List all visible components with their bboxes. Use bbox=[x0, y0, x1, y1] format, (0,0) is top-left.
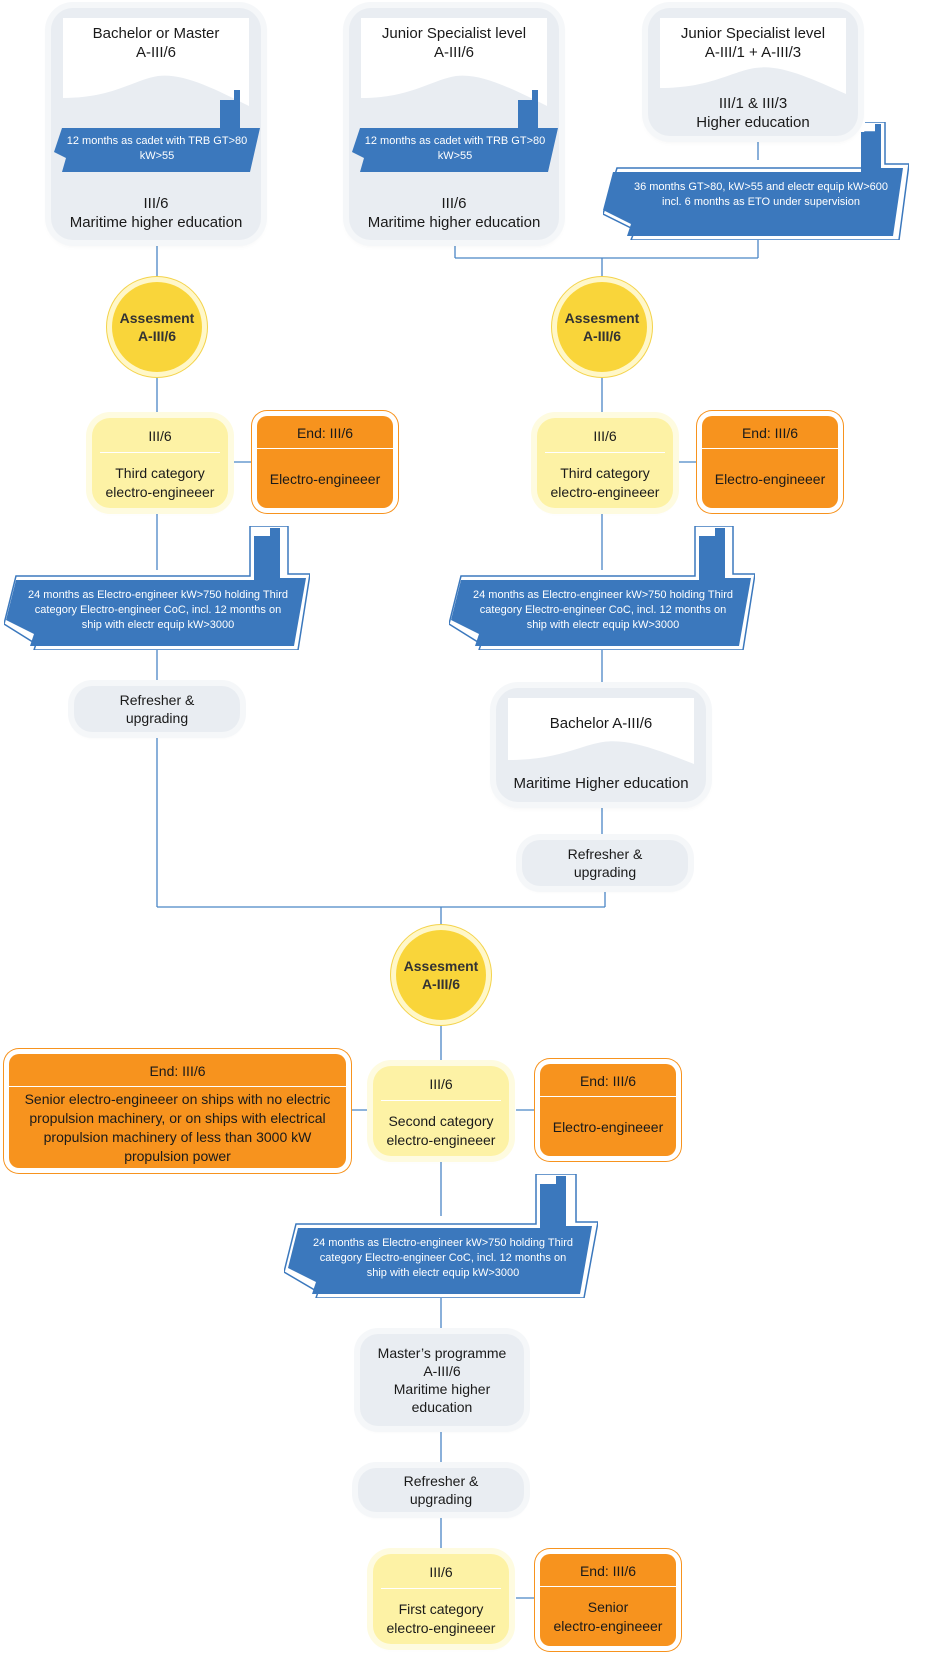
end-card-1: End: III/6 Electro-engineeer bbox=[257, 416, 393, 508]
masters-programme-card: Master’s programme A-III/6 Maritime high… bbox=[360, 1334, 524, 1426]
education-subtitle: III/6 Maritime higher education bbox=[367, 195, 541, 231]
end-code: End: III/6 bbox=[741, 425, 799, 441]
divider bbox=[381, 1100, 501, 1101]
end-name: Electro-engineeer bbox=[552, 1119, 664, 1135]
category-name: Second category electro-engineeer bbox=[386, 1113, 496, 1148]
divider bbox=[381, 1588, 501, 1589]
assessment-label: Assesment bbox=[403, 958, 479, 974]
ship-36-months: 36 months GT>80, kW>55 and electr equip … bbox=[602, 121, 910, 241]
education-title: Junior Specialist level A-III/1 + A-III/… bbox=[680, 25, 826, 61]
education-subtitle: III/6 Maritime higher education bbox=[69, 195, 243, 231]
assessment-code: A-III/6 bbox=[421, 976, 461, 992]
ship-24-months-3: 24 months as Electro-engineer kW>750 hol… bbox=[283, 1173, 599, 1299]
end-name: Senior electro-engineeer on ships with n… bbox=[24, 1091, 331, 1164]
category-code: III/6 bbox=[148, 428, 172, 444]
assessment-code: A-III/6 bbox=[582, 328, 622, 344]
ship-text: 12 months as cadet with TRB GT>80 kW>55 bbox=[66, 135, 248, 162]
education-card-junior-specialist-iii1: Junior Specialist level A-III/1 + A-III/… bbox=[648, 8, 858, 136]
end-code: End: III/6 bbox=[296, 425, 354, 441]
third-category-card-2: III/6 Third category electro-engineeer bbox=[537, 418, 673, 508]
education-subtitle: III/1 & III/3 Higher education bbox=[696, 95, 810, 131]
wave-shape bbox=[63, 18, 249, 106]
refresher-upgrading-2: Refresher & upgrading bbox=[522, 840, 688, 886]
category-code: III/6 bbox=[593, 428, 617, 444]
category-code: III/6 bbox=[429, 1076, 453, 1092]
ship-icon bbox=[602, 121, 910, 241]
end-code: End: III/6 bbox=[149, 1063, 206, 1079]
divider bbox=[100, 452, 220, 453]
category-code: III/6 bbox=[429, 1564, 453, 1580]
refresher-upgrading-3: Refresher & upgrading bbox=[358, 1468, 524, 1512]
divider bbox=[540, 1586, 676, 1587]
ship-text: 24 months as Electro-engineer kW>750 hol… bbox=[313, 1237, 573, 1279]
ship-cadet-2: 12 months as cadet with TRB GT>80 kW>55 bbox=[352, 90, 558, 172]
wave-shape bbox=[660, 18, 846, 94]
end-card-2: End: III/6 Electro-engineeer bbox=[702, 416, 838, 508]
ship-icon bbox=[352, 90, 558, 172]
category-name: First category electro-engineeer bbox=[386, 1601, 496, 1636]
divider bbox=[9, 1086, 346, 1087]
ship-text: 12 months as cadet with TRB GT>80 kW>55 bbox=[364, 135, 546, 162]
assessment-circle-1: Assesment A-III/6 bbox=[112, 282, 202, 372]
category-name: Third category electro-engineeer bbox=[105, 465, 215, 500]
education-subtitle: Maritime Higher education bbox=[513, 775, 689, 792]
second-category-card: III/6 Second category electro-engineeer bbox=[373, 1066, 509, 1156]
end-name: Electro-engineeer bbox=[269, 471, 381, 487]
education-title: Bachelor or Master A-III/6 bbox=[92, 25, 220, 61]
assessment-circle-2: Assesment A-III/6 bbox=[557, 282, 647, 372]
end-code: End: III/6 bbox=[579, 1563, 637, 1579]
ship-text: 36 months GT>80, kW>55 and electr equip … bbox=[633, 181, 889, 208]
education-title: Junior Specialist level A-III/6 bbox=[381, 25, 527, 61]
end-code: End: III/6 bbox=[579, 1073, 637, 1089]
end-card-senior-no-propulsion: End: III/6 Senior electro-engineeer on s… bbox=[9, 1054, 346, 1168]
category-name: Third category electro-engineeer bbox=[550, 465, 660, 500]
ship-24-months-1: 24 months as Electro-engineer kW>750 hol… bbox=[3, 525, 311, 651]
education-title: Bachelor A-III/6 bbox=[549, 715, 653, 732]
refresher-upgrading-1: Refresher & upgrading bbox=[74, 686, 240, 732]
assessment-label: Assesment bbox=[119, 310, 195, 326]
end-name: Senior electro-engineeer bbox=[553, 1599, 663, 1634]
end-name: Electro-engineeer bbox=[714, 471, 826, 487]
divider bbox=[545, 452, 665, 453]
education-card-bachelor: Bachelor A-III/6 Maritime Higher educati… bbox=[496, 688, 706, 802]
ship-text: 24 months as Electro-engineer kW>750 hol… bbox=[28, 589, 288, 631]
end-card-senior: End: III/6 Senior electro-engineeer bbox=[540, 1554, 676, 1646]
assessment-label: Assesment bbox=[564, 310, 640, 326]
third-category-card-1: III/6 Third category electro-engineeer bbox=[92, 418, 228, 508]
wave-shape bbox=[361, 18, 547, 106]
divider bbox=[257, 448, 393, 449]
divider bbox=[702, 448, 838, 449]
ship-text: 24 months as Electro-engineer kW>750 hol… bbox=[473, 589, 733, 631]
assessment-circle-3: Assesment A-III/6 bbox=[396, 930, 486, 1020]
first-category-card: III/6 First category electro-engineeer bbox=[373, 1554, 509, 1644]
education-card-junior-specialist: Junior Specialist level A-III/6 III/6 Ma… bbox=[349, 8, 559, 240]
ship-icon bbox=[54, 90, 260, 172]
divider bbox=[540, 1096, 676, 1097]
assessment-code: A-III/6 bbox=[137, 328, 177, 344]
end-card-3: End: III/6 Electro-engineeer bbox=[540, 1064, 676, 1156]
ship-24-months-2: 24 months as Electro-engineer kW>750 hol… bbox=[448, 525, 756, 651]
ship-cadet-1: 12 months as cadet with TRB GT>80 kW>55 bbox=[54, 90, 260, 172]
wave-shape bbox=[508, 698, 694, 764]
